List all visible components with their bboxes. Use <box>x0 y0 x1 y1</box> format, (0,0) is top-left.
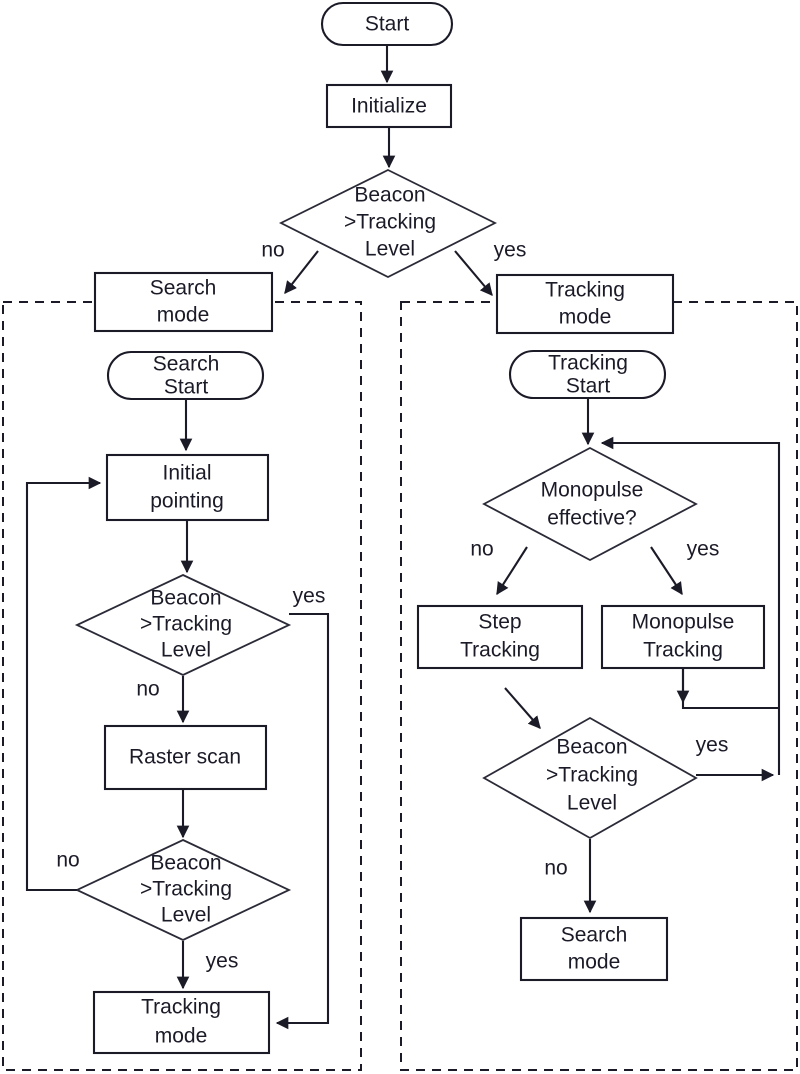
node-tracking-mode-top: Tracking mode <box>495 273 675 335</box>
node-search-start-line2: Start <box>164 376 209 399</box>
node-tracking-start: Tracking Start <box>508 349 667 400</box>
node-main-decision: Beacon >Tracking Level <box>278 168 498 279</box>
node-step-tracking: Step Tracking <box>416 604 584 670</box>
node-step-tracking-line1: Step <box>478 611 521 634</box>
node-right-decision-line2: >Tracking <box>546 764 638 787</box>
node-monopulse-decision: Monopulse effective? <box>482 446 698 562</box>
node-tracking-mode-left-line1: Tracking <box>141 996 221 1019</box>
node-search-mode-right: Search mode <box>519 916 669 982</box>
edge-monopulse-no <box>496 546 528 596</box>
node-main-decision-line1: Beacon <box>354 184 425 207</box>
node-right-decision-line1: Beacon <box>556 736 627 759</box>
node-initialize-label: Initialize <box>351 95 427 118</box>
node-monopulse-decision-line2: effective? <box>547 507 637 530</box>
edge-monopulse-tracking-to-return <box>681 668 779 710</box>
edge-left-decision-1-yes <box>275 612 330 1030</box>
node-start-label: Start <box>365 13 410 36</box>
node-left-decision-1-line1: Beacon <box>150 587 221 610</box>
node-monopulse-decision-line1: Monopulse <box>541 479 644 502</box>
node-tracking-mode-top-line1: Tracking <box>545 279 625 302</box>
node-search-mode-top-line2: mode <box>157 304 210 327</box>
edge-label-left-d1-yes: yes <box>293 585 326 608</box>
node-right-decision: Beacon >Tracking Level <box>482 716 698 840</box>
node-left-decision-1: Beacon >Tracking Level <box>74 574 292 676</box>
node-search-mode-right-line1: Search <box>561 924 628 947</box>
node-search-start: Search Start <box>106 350 265 401</box>
node-tracking-start-line1: Tracking <box>548 352 628 375</box>
node-tracking-mode-left-line2: mode <box>155 1025 208 1048</box>
edge-label-main-yes: yes <box>494 239 527 262</box>
node-monopulse-tracking-line1: Monopulse <box>632 611 735 634</box>
node-start: Start <box>320 1 454 47</box>
node-monopulse-tracking: Monopulse Tracking <box>600 604 766 670</box>
edge-label-right-d-no: no <box>544 857 567 880</box>
edge-monopulse-yes <box>650 546 683 596</box>
node-tracking-start-line2: Start <box>566 375 611 398</box>
node-raster-scan: Raster scan <box>103 724 268 791</box>
edge-label-left-d1-no: no <box>136 678 159 701</box>
node-left-decision-2-line1: Beacon <box>150 852 221 875</box>
edge-step-tracking-to-decision <box>504 687 541 729</box>
node-search-mode-top: Search mode <box>93 271 274 333</box>
node-main-decision-line3: Level <box>365 238 415 261</box>
node-left-decision-2-line2: >Tracking <box>140 878 232 901</box>
node-monopulse-tracking-line2: Tracking <box>643 639 723 662</box>
node-search-mode-top-line1: Search <box>150 277 217 300</box>
node-step-tracking-line2: Tracking <box>460 639 540 662</box>
edge-label-mono-no: no <box>470 538 493 561</box>
node-initial-pointing-line2: pointing <box>150 490 224 513</box>
edge-main-decision-no <box>284 250 319 294</box>
node-search-mode-right-line2: mode <box>568 951 621 974</box>
edge-label-main-no: no <box>261 239 284 262</box>
node-right-decision-line3: Level <box>567 792 617 815</box>
node-tracking-mode-top-line2: mode <box>559 306 612 329</box>
node-search-start-line1: Search <box>153 353 220 376</box>
edge-label-mono-yes: yes <box>687 538 720 561</box>
node-raster-scan-label: Raster scan <box>129 746 241 769</box>
node-main-decision-line2: >Tracking <box>344 211 436 234</box>
edge-label-left-d2-yes: yes <box>206 950 239 973</box>
node-initial-pointing: Initial pointing <box>105 453 270 522</box>
node-initialize: Initialize <box>325 83 453 129</box>
edge-main-decision-yes <box>454 250 493 296</box>
node-initial-pointing-line1: Initial <box>162 462 211 485</box>
node-tracking-mode-left: Tracking mode <box>92 990 271 1055</box>
edge-return-to-monopulse-decision <box>600 436 781 775</box>
node-left-decision-2-line3: Level <box>161 904 211 927</box>
node-left-decision-1-line3: Level <box>161 639 211 662</box>
edge-label-left-d2-no: no <box>56 849 79 872</box>
edge-label-right-d-yes: yes <box>696 734 729 757</box>
node-left-decision-1-line2: >Tracking <box>140 613 232 636</box>
node-left-decision-2: Beacon >Tracking Level <box>74 839 292 941</box>
edge-left-decision-2-no <box>25 476 102 892</box>
